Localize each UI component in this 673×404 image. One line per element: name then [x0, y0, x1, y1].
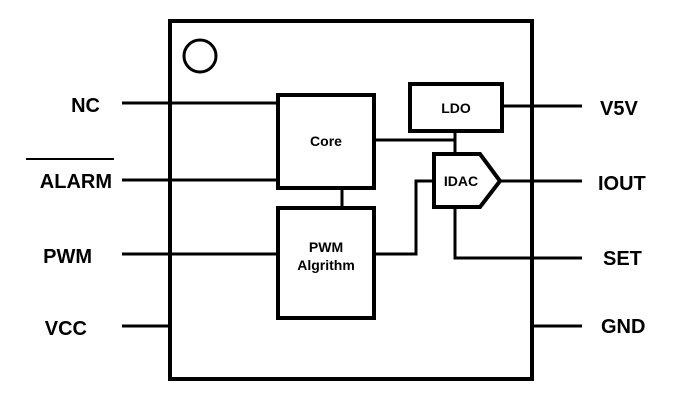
wire-set — [453, 207, 582, 260]
core-block — [276, 93, 376, 190]
pin-label-gnd: GND — [601, 316, 645, 338]
ldo-label: LDO — [441, 100, 471, 116]
pin-label-set: SET — [603, 248, 642, 270]
pin-label-v5v: V5V — [600, 98, 638, 120]
pwm-block-label-line2: Algrithm — [297, 257, 355, 273]
pin-label-pwm: PWM — [43, 246, 92, 268]
pin-label-iout: IOUT — [598, 173, 646, 195]
pwm-algorithm-block — [276, 206, 376, 320]
core-label: Core — [310, 133, 342, 149]
ldo-block — [408, 82, 504, 133]
pwm-block-label-line1: PWM — [309, 239, 343, 255]
idac-block — [432, 152, 503, 209]
wire-pwm-idac — [374, 179, 434, 256]
pin-label-vcc: VCC — [45, 318, 87, 340]
pin-label-alarm: ALARM — [40, 171, 112, 193]
pin-label-nc: NC — [71, 95, 100, 117]
pin1-marker — [182, 38, 218, 74]
idac-label: IDAC — [444, 173, 478, 189]
